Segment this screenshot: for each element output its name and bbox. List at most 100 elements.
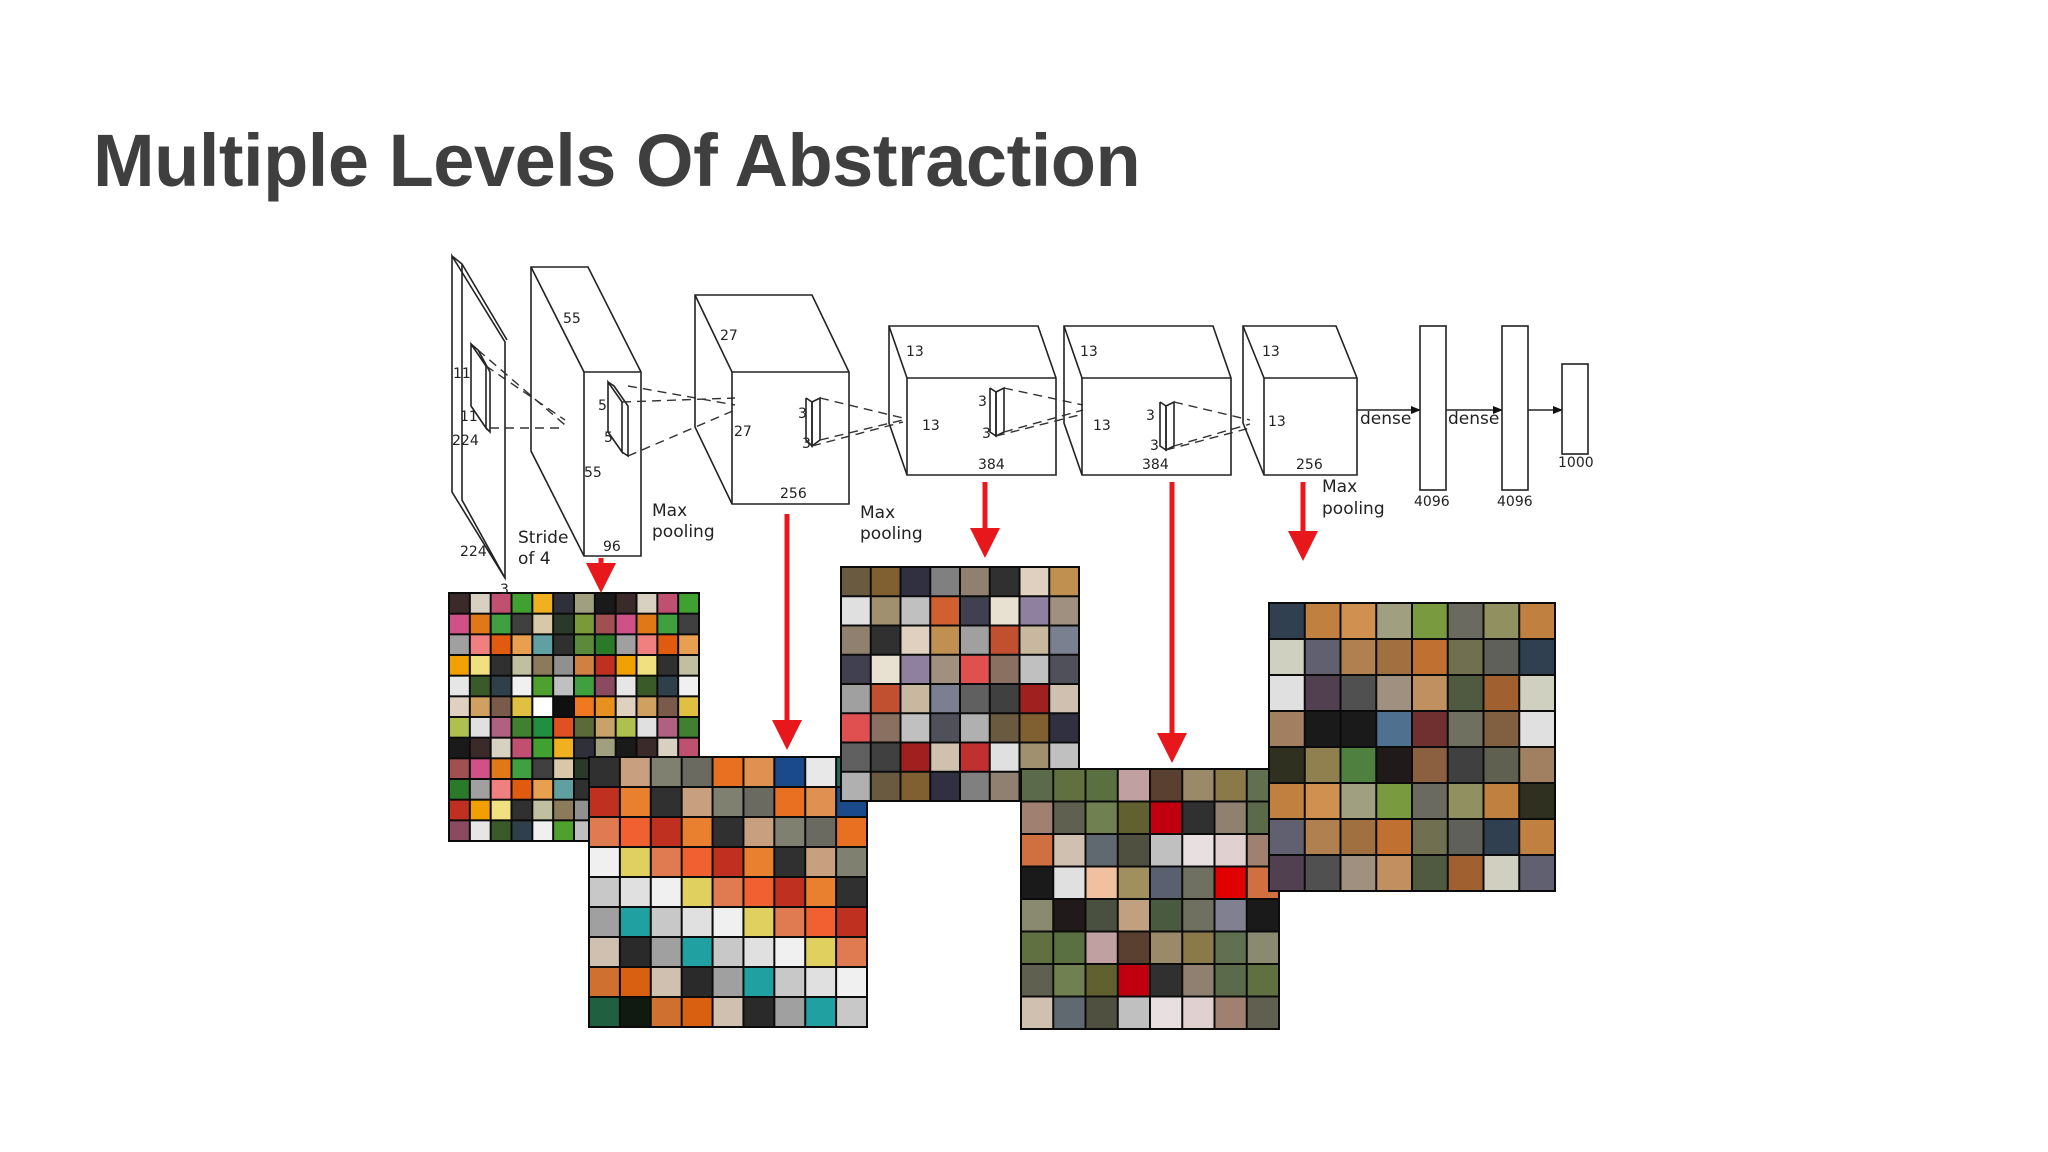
- feature-patch: [1247, 997, 1278, 1028]
- feature-patch: [1183, 835, 1214, 866]
- conv1-depth-label: 96: [603, 539, 621, 555]
- feature-patch: [1215, 802, 1246, 833]
- feature-patch: [554, 800, 573, 820]
- feature-patch: [651, 908, 681, 936]
- feature-patch: [658, 718, 678, 737]
- feature-patch: [590, 788, 619, 816]
- feature-patch: [450, 821, 469, 840]
- feature-patch: [961, 655, 989, 683]
- feature-patch: [1341, 784, 1376, 818]
- feature-patch: [713, 908, 743, 936]
- conv2-kernel-h-label: 3: [798, 406, 807, 422]
- feature-patch: [1118, 770, 1149, 801]
- feature-patch: [1118, 932, 1149, 963]
- feature-patch: [837, 908, 866, 936]
- feature-patch: [658, 697, 678, 716]
- feature-patch: [1118, 867, 1149, 898]
- conv1-width-label: 55: [584, 465, 602, 481]
- feature-patch: [1377, 640, 1411, 674]
- feature-patch: [931, 655, 959, 683]
- feature-patch: [1050, 714, 1078, 742]
- feature-patch: [595, 614, 615, 634]
- feature-patch: [1022, 867, 1053, 898]
- feature-patch: [491, 718, 511, 737]
- feature-patch: [575, 594, 594, 613]
- feature-patch: [616, 738, 636, 758]
- feature-patch: [744, 848, 774, 876]
- feature-patch: [470, 759, 490, 778]
- feature-patch: [450, 656, 469, 675]
- feature-patch: [1054, 867, 1085, 898]
- feature-patch: [590, 938, 619, 966]
- conv3-kernel-h-label: 3: [978, 394, 987, 410]
- feature-patch: [590, 998, 619, 1026]
- conv4-kernel-h-label: 3: [1146, 408, 1155, 424]
- feature-patch: [1183, 867, 1214, 898]
- feature-patch: [806, 818, 836, 846]
- feature-patch: [491, 738, 511, 758]
- feature-patch: [554, 821, 573, 840]
- feature-patch: [533, 614, 553, 634]
- feature-patch: [901, 685, 930, 713]
- feature-patch: [1151, 965, 1182, 996]
- feature-patch: [990, 685, 1019, 713]
- feature-patch: [1086, 770, 1117, 801]
- feature-patch: [470, 800, 490, 820]
- feature-patch: [990, 568, 1019, 596]
- feature-patch: [533, 594, 553, 613]
- feature-patch: [1448, 676, 1483, 710]
- feature-patch: [620, 998, 650, 1026]
- feature-patch: [713, 758, 743, 786]
- feature-patch: [871, 743, 900, 771]
- feature-grid-layer-5: [1268, 602, 1556, 892]
- feature-patch: [1050, 743, 1078, 771]
- feature-patch: [1413, 676, 1447, 710]
- feature-patch: [901, 743, 930, 771]
- feature-patch: [682, 938, 712, 966]
- feature-patch: [1448, 604, 1483, 638]
- feature-patch: [595, 697, 615, 716]
- feature-patch: [1305, 784, 1340, 818]
- feature-patch: [1448, 712, 1483, 746]
- feature-patch: [931, 714, 959, 742]
- conv3-height-label: 13: [906, 344, 924, 360]
- feature-patch: [651, 878, 681, 906]
- feature-patch: [679, 635, 698, 654]
- feature-patch: [1484, 820, 1519, 854]
- dense1-size-label: 4096: [1414, 494, 1450, 510]
- feature-patch: [1183, 965, 1214, 996]
- stride-label-line2: of 4: [518, 549, 551, 569]
- feature-patch: [1215, 965, 1246, 996]
- feature-patch: [1305, 676, 1340, 710]
- feature-patch: [961, 714, 989, 742]
- feature-patch: [842, 655, 870, 683]
- feature-patch: [1183, 802, 1214, 833]
- feature-patch: [961, 626, 989, 654]
- feature-patch: [990, 626, 1019, 654]
- feature-patch: [961, 772, 989, 800]
- feature-patch: [679, 614, 698, 634]
- feature-grid-layer-2: [588, 756, 868, 1028]
- feature-patch: [1341, 820, 1376, 854]
- feature-patch: [806, 998, 836, 1026]
- feature-patch: [1413, 748, 1447, 782]
- feature-patch: [620, 878, 650, 906]
- feature-patch: [931, 568, 959, 596]
- dense2-layer: [1501, 325, 1529, 491]
- feature-patch: [775, 998, 805, 1026]
- feature-patch: [871, 685, 900, 713]
- feature-patch: [806, 788, 836, 816]
- feature-patch: [651, 848, 681, 876]
- feature-patch: [658, 614, 678, 634]
- output-layer: [1561, 363, 1589, 455]
- dense2-size-label: 4096: [1497, 494, 1533, 510]
- dense1-layer: [1419, 325, 1447, 491]
- feature-patch: [554, 718, 573, 737]
- feature-patch: [533, 759, 553, 778]
- feature-patch: [620, 818, 650, 846]
- feature-patch: [491, 635, 511, 654]
- feature-patch: [1022, 802, 1053, 833]
- feature-patch: [842, 685, 870, 713]
- feature-patch: [491, 759, 511, 778]
